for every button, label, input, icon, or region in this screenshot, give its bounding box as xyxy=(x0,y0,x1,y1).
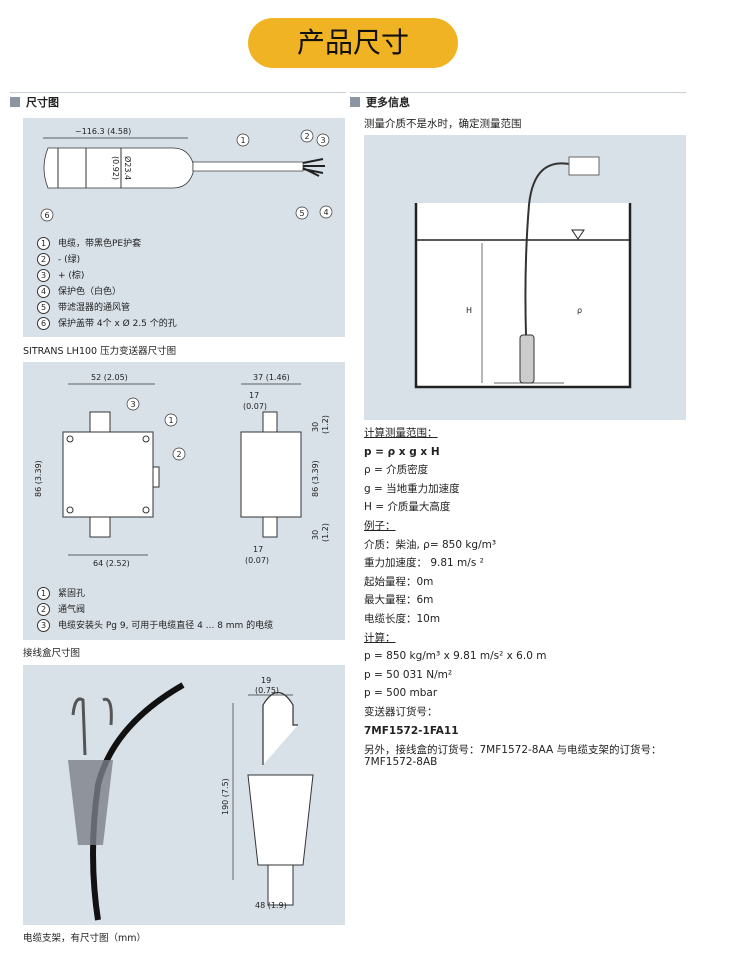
legend-item: 5 带滤湿器的通风管 xyxy=(37,300,177,316)
text-label: (1.2) xyxy=(321,523,330,542)
order-note: 另外，接线盒的订货号：7MF1572-8AA 与电缆支架的订货号：7MF1572… xyxy=(364,744,662,769)
text-label: 6 xyxy=(37,317,50,330)
cable-bracket-caption: 电缆支架，有尺寸图（mm） xyxy=(23,933,147,944)
legend-item: 1 电缆，带黑色PE护套 xyxy=(37,236,177,252)
text-label: 电缆长度：10m xyxy=(364,612,441,625)
text-label: 64 (2.52) xyxy=(93,559,130,568)
text-label: 3 xyxy=(131,400,136,409)
section-header-dimensions: 尺寸图 xyxy=(10,92,346,113)
text-label: p = 850 kg/m³ x 9.81 m/s² x 6.0 m xyxy=(364,650,547,663)
text-label: 保护盖带 4个 x Ø 2.5 个的孔 xyxy=(58,319,177,329)
text-label: 48 (1.9) xyxy=(255,901,287,910)
text-label: 17 xyxy=(249,391,259,400)
text-label: 52 (2.05) xyxy=(91,373,128,382)
legend-item: 6 保护盖带 4个 x Ø 2.5 个的孔 xyxy=(37,316,177,332)
transmitter-drawing: ~116.3 (4.58) Ø23.4 (0.92) 1 2 3 4 5 6 xyxy=(40,127,333,222)
text-label: 4 xyxy=(324,208,329,217)
page-title: 产品尺寸 xyxy=(248,18,458,68)
text-label: 5 xyxy=(37,301,50,314)
text-label: 86 (3.39) xyxy=(311,460,320,497)
dim-length: ~116.3 (4.58) xyxy=(75,127,131,136)
junction-box-panel: 52 (2.05) 86 (3.39) 64 (2.52) 3 1 2 37 (… xyxy=(23,362,345,640)
text-label: 1 xyxy=(169,416,174,425)
text-label: 带滤湿器的通风管 xyxy=(58,303,131,313)
text-label: - (绿) xyxy=(58,255,81,265)
transmitter-dimension-panel: ~116.3 (4.58) Ø23.4 (0.92) 1 2 3 4 5 6 1… xyxy=(23,118,345,337)
text-label: 2 xyxy=(177,450,182,459)
text-label: 1 xyxy=(241,136,246,145)
text-label: (0.07) xyxy=(243,402,267,411)
legend-item: 3 + (棕) xyxy=(37,268,177,284)
text-label: 介质：柴油, ρ= 850 kg/m³ xyxy=(364,538,497,551)
text-label: 19 xyxy=(261,676,271,685)
dim-diameter-inch: (0.92) xyxy=(111,156,120,180)
text-label: 5 xyxy=(300,209,305,218)
intro-text: 测量介质不是水时，确定测量范围 xyxy=(364,118,522,130)
text-label: 重力加速度： 9.81 m/s ² xyxy=(364,557,484,570)
text-label: 计算： xyxy=(364,631,396,644)
text-label: 86 (3.39) xyxy=(34,460,43,497)
text-label: H = 介质量大高度 xyxy=(364,501,451,514)
section-header-more-info: 更多信息 xyxy=(350,92,686,113)
junction-box-caption: 接线盒尺寸图 xyxy=(23,648,81,659)
text-label: 紧固孔 xyxy=(58,589,86,599)
text-label: p = ρ x g x H xyxy=(364,445,440,458)
text-label: 3 xyxy=(321,136,326,145)
tank-diagram: H ρ xyxy=(414,156,632,389)
text-label: 30 xyxy=(311,422,320,432)
text-label: 起始量程：0m xyxy=(364,575,434,588)
text-label: p = 50 031 N/m² xyxy=(364,668,453,681)
text-label: 电缆，带黑色PE护套 xyxy=(58,239,142,249)
text-label: 计算测量范围： xyxy=(364,427,438,439)
text-label: 通气阀 xyxy=(58,605,86,615)
text-label: ρ = 介质密度 xyxy=(364,464,429,477)
order-number: 7MF1572-1FA11 xyxy=(364,724,459,737)
text-label: 最大量程：6m xyxy=(364,594,434,607)
text-label: 3 xyxy=(37,269,50,282)
text-label: g = 当地重力加速度 xyxy=(364,482,460,495)
height-label: H xyxy=(466,306,472,315)
text-label: 1 xyxy=(37,237,50,250)
cable-bracket-drawing: 19(0.75) 190 (7.5) 48 (1.9) xyxy=(68,676,314,921)
cable-bracket-panel: 19(0.75) 190 (7.5) 48 (1.9) xyxy=(23,665,345,925)
legend-item: 2 通气阀 xyxy=(37,602,273,618)
transmitter-caption: SITRANS LH100 压力变送器尺寸图 xyxy=(23,346,177,357)
text-label: 17 xyxy=(253,545,263,554)
text-label: + (棕) xyxy=(58,271,85,281)
density-label: ρ xyxy=(577,306,582,315)
text-label: p = 500 mbar xyxy=(364,687,438,700)
text-label: 3 xyxy=(37,619,50,632)
text-label: 4 xyxy=(37,285,50,298)
text-label: 保护色（白色） xyxy=(58,287,122,297)
legend-item: 2 - (绿) xyxy=(37,252,177,268)
text-label: 1 xyxy=(37,587,50,600)
transmitter-legend: 1 电缆，带黑色PE护套 2 - (绿) 3 + (棕) 4 保护色（白色） 5 带滤湿器… xyxy=(37,236,177,332)
text-label: (1.2) xyxy=(321,415,330,434)
junction-box-legend: 1 紧固孔 2 通气阀 3 电缆安装头 Pg 9, 可用于电缆直径 4 ... 8 m… xyxy=(37,586,273,634)
text-label: 37 (1.46) xyxy=(253,373,290,382)
legend-item: 4 保护色（白色） xyxy=(37,284,177,300)
calculation-text: 计算测量范围： p = ρ x g x H ρ = 介质密度 g = 当地重力加速度… xyxy=(364,424,694,768)
text-label: 190 (7.5) xyxy=(221,778,230,815)
text-label: 电缆安装头 Pg 9, 可用于电缆直径 4 ... 8 mm 的电缆 xyxy=(58,621,274,631)
text-label: 2 xyxy=(37,253,50,266)
text-label: 6 xyxy=(45,211,50,220)
legend-item: 3 电缆安装头 Pg 9, 可用于电缆直径 4 ... 8 mm 的电缆 xyxy=(37,618,273,634)
dim-diameter: Ø23.4 xyxy=(123,156,133,180)
text-label: (0.75) xyxy=(255,686,279,695)
text-label: 例子： xyxy=(364,519,396,532)
junction-box-drawing: 52 (2.05) 86 (3.39) 64 (2.52) 3 1 2 37 (… xyxy=(34,373,330,568)
legend-item: 1 紧固孔 xyxy=(37,586,273,602)
text-label: 30 xyxy=(311,530,320,540)
text-label: 变送器订货号： xyxy=(364,705,438,718)
tank-diagram-panel: H ρ xyxy=(364,135,686,420)
text-label: (0.07) xyxy=(245,556,269,565)
text-label: 2 xyxy=(37,603,50,616)
text-label: 2 xyxy=(305,132,310,141)
